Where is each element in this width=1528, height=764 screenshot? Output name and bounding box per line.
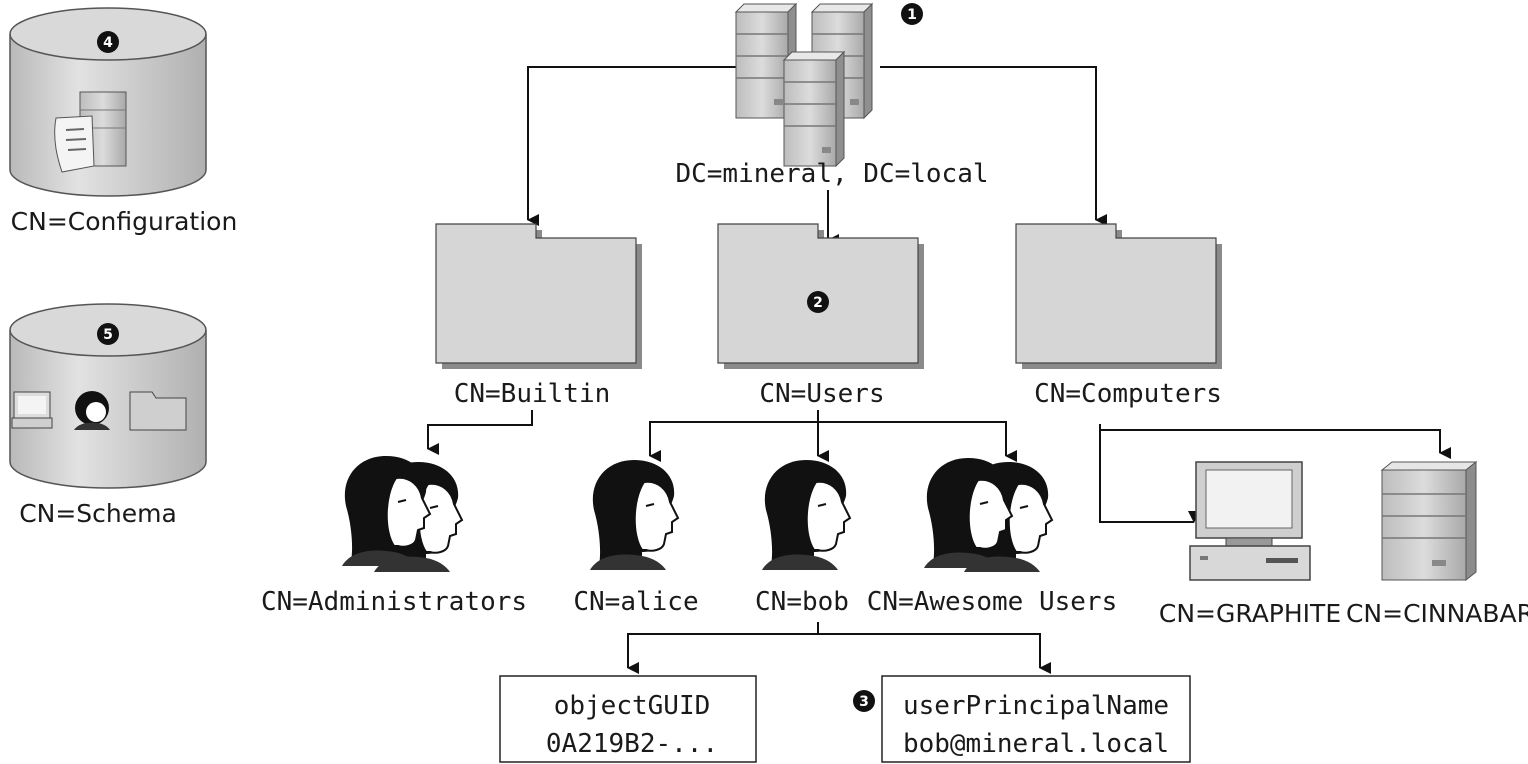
svg-text:4: 4 [103, 35, 113, 51]
upn-attr-value: bob@mineral.local [903, 729, 1169, 759]
domain-controller-servers [735, 3, 873, 167]
administrators-label: CN=Administrators [261, 587, 527, 617]
builtin-label: CN=Builtin [454, 379, 611, 409]
callout-3: 3 [853, 690, 875, 712]
callout-5: 5 [97, 323, 119, 345]
awesome-users-label: CN=Awesome Users [867, 587, 1117, 617]
edge-users-awesome [818, 421, 1017, 462]
guid-attr-value: 0A219B2-... [546, 729, 718, 759]
connector-lines [427, 66, 1451, 674]
attribute-box-upn: userPrincipalName bob@mineral.local [881, 675, 1191, 763]
edge-computers-graphite [1099, 430, 1200, 523]
svg-text:2: 2 [813, 295, 823, 311]
attribute-box-guid: objectGUID 0A219B2-... [499, 675, 757, 763]
callout-4: 4 [97, 31, 119, 53]
config-server-icon [54, 91, 127, 173]
svg-text:3: 3 [859, 694, 869, 710]
schema-partition-cylinder [9, 303, 207, 489]
guid-attr-name: objectGUID [554, 691, 711, 721]
computers-label: CN=Computers [1034, 379, 1222, 409]
callout-1: 1 [901, 3, 923, 25]
server-icon [783, 51, 845, 167]
upn-attr-name: userPrincipalName [903, 691, 1169, 721]
svg-text:5: 5 [103, 327, 113, 343]
schema-label: CN=Schema [19, 499, 177, 528]
edge-bob-upn [818, 633, 1051, 674]
configuration-label: CN=Configuration [11, 207, 238, 236]
schema-computer-icon [11, 391, 53, 429]
folder-icon-computers [1015, 223, 1223, 370]
callout-2: 2 [807, 291, 829, 313]
user-icon-alice [589, 459, 679, 571]
user-icon-bob [761, 459, 851, 571]
svg-text:1: 1 [907, 7, 917, 23]
edge-users-alice [649, 410, 819, 462]
schema-folder-icon [129, 391, 187, 431]
group-icon-awesome-users [923, 457, 1053, 573]
graphite-label: CN=GRAPHITE [1159, 599, 1341, 628]
server-icon-cinnabar [1380, 460, 1478, 582]
schema-user-icon [74, 391, 110, 430]
edge-domain-computers [880, 66, 1107, 226]
bob-label: CN=bob [755, 587, 849, 617]
edge-computers-cinnabar [1099, 424, 1451, 459]
edge-domain-builtin [527, 66, 738, 226]
cinnabar-label: CN=CINNABAR [1346, 599, 1528, 628]
edge-bob-guid [627, 622, 819, 674]
users-label: CN=Users [759, 379, 884, 409]
domain-label: DC=mineral, DC=local [675, 159, 988, 189]
folder-icon-builtin [435, 223, 643, 370]
group-icon-administrators [341, 455, 463, 573]
edge-builtin-administrators [427, 410, 533, 455]
desktop-computer-icon [1189, 461, 1311, 581]
alice-label: CN=alice [573, 587, 698, 617]
